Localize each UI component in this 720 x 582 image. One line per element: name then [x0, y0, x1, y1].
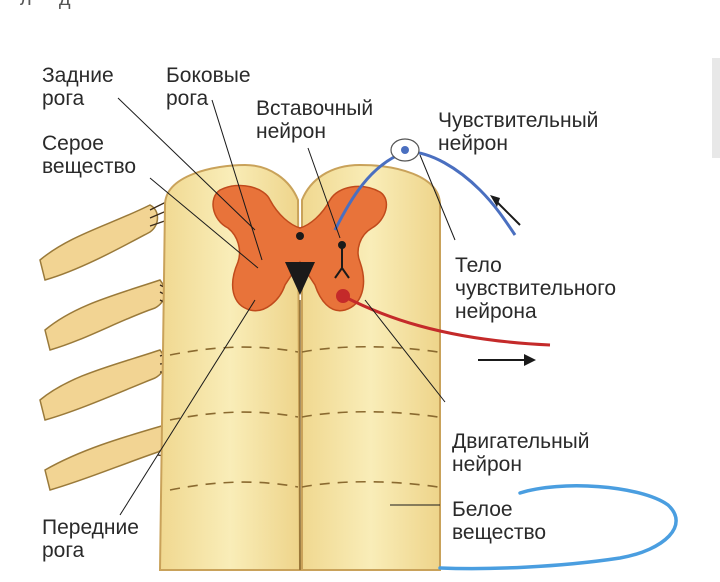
label-line: рога — [42, 539, 85, 562]
label-line: нейрон — [256, 120, 326, 143]
label-line: нейрон — [452, 453, 522, 476]
edge-shadow — [712, 58, 720, 158]
label-line: чувствительного — [455, 277, 617, 300]
label-gray-matter: Серое вещество — [42, 132, 136, 178]
label-lateral-horns: Боковые рога — [166, 64, 251, 110]
label-line: нейрона — [455, 300, 537, 323]
label-line: рога — [42, 87, 85, 110]
label-line: Передние — [42, 516, 139, 539]
label-interneuron: Вставочный нейрон — [256, 97, 373, 143]
label-line: Чувствительный — [438, 109, 599, 132]
root-ganglion — [39, 204, 159, 281]
label-sensory-neuron: Чувствительный нейрон — [438, 109, 598, 155]
motor-fiber — [336, 289, 551, 366]
label-line: вещество — [42, 155, 137, 178]
label-line: нейрон — [438, 132, 508, 155]
root-ganglion — [44, 424, 169, 491]
label-line: рога — [166, 87, 209, 110]
sensory-arrow — [494, 199, 521, 226]
central-canal — [285, 262, 315, 295]
label-line: Серое — [42, 132, 104, 155]
label-line: вещество — [452, 521, 547, 544]
label-motor-neuron: Двигательный нейрон — [452, 430, 590, 476]
label-sensory-body: Тело чувствительного нейрона — [455, 254, 616, 323]
sensory-fiber — [333, 138, 521, 236]
leader-lines — [117, 97, 456, 516]
label-line: Тело — [455, 254, 502, 277]
label-posterior-horns: Задние рога — [42, 64, 114, 110]
label-line: Вставочный — [256, 97, 374, 120]
label-line: Двигательный — [452, 430, 590, 453]
label-white-matter: Белое вещество — [452, 498, 546, 544]
root-ganglion — [44, 279, 166, 351]
interneuron-shape — [334, 241, 350, 279]
handwritten-annotation — [438, 484, 678, 571]
label-line: Белое — [452, 498, 513, 521]
label-line: Боковые — [166, 64, 251, 87]
root-ganglion — [39, 349, 166, 421]
label-line: Задние — [42, 64, 114, 87]
label-anterior-horns: Передние рога — [42, 516, 139, 562]
cropped-top-text: л д — [20, 0, 150, 11]
white-matter — [158, 163, 441, 571]
